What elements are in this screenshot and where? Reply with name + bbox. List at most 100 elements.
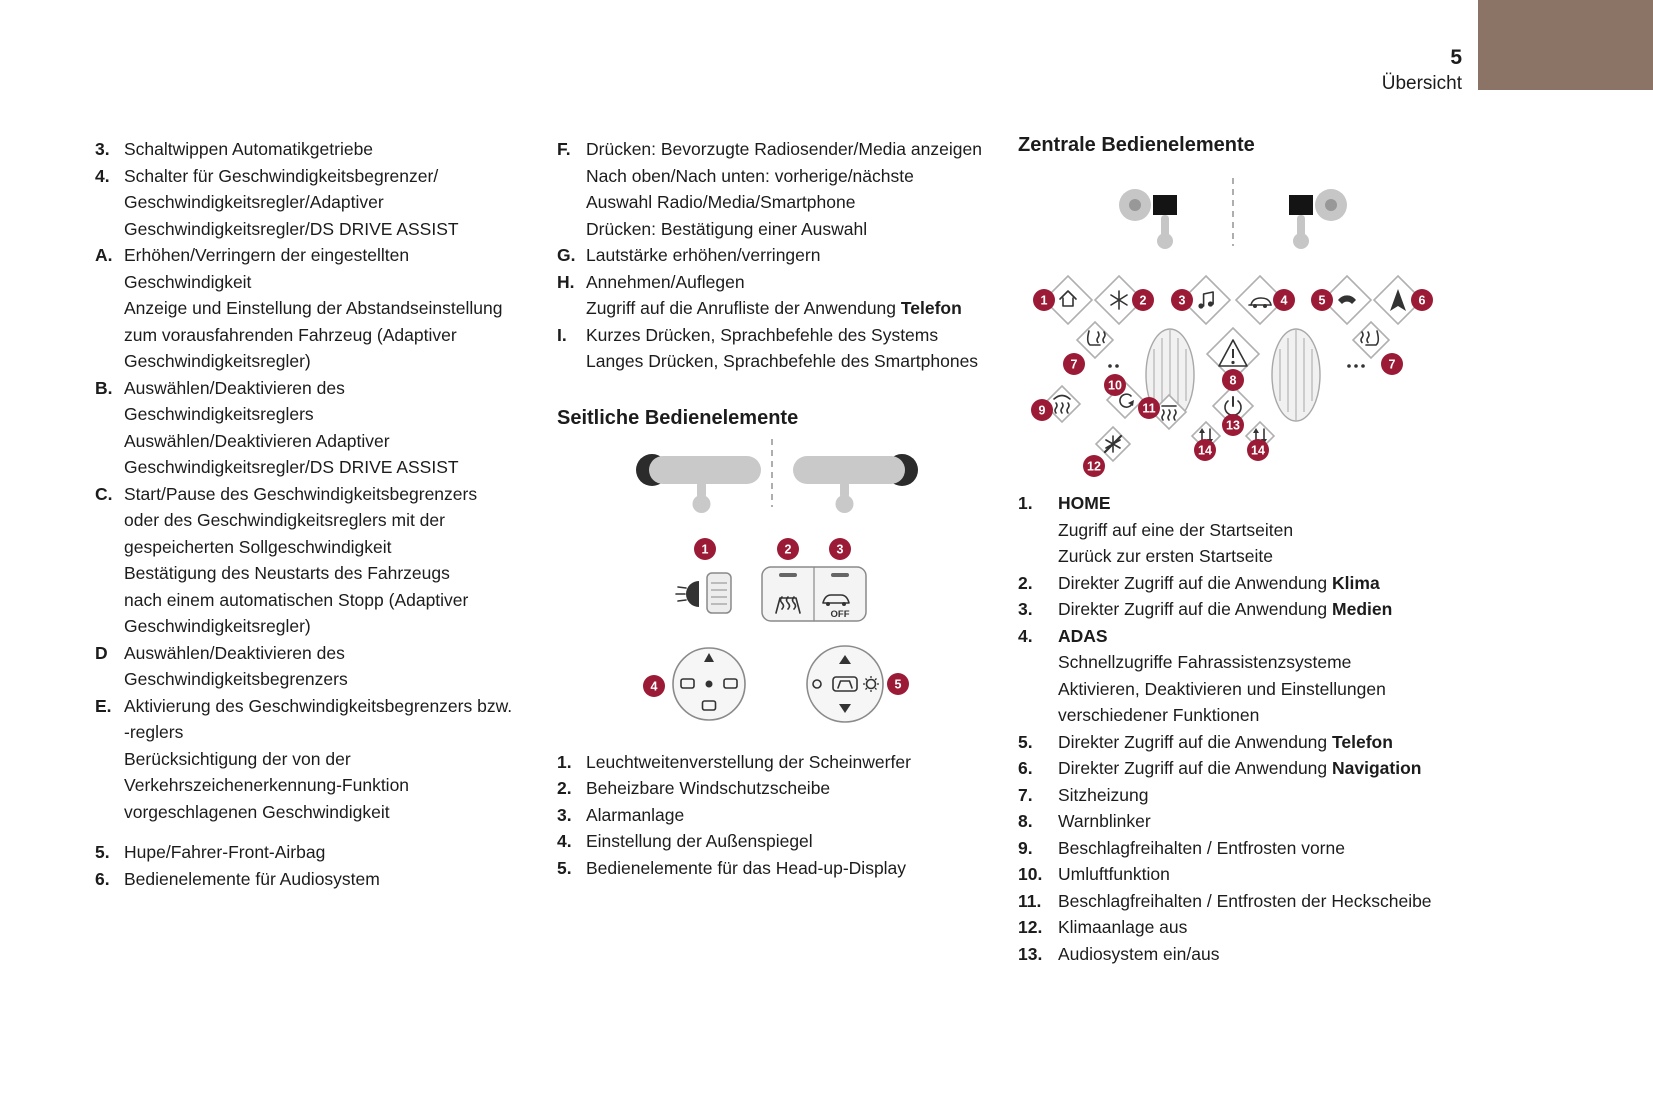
item-label: 6. bbox=[1018, 758, 1033, 778]
list-item: 5.Bedienelemente für das Head-up-Display bbox=[557, 855, 1009, 882]
item-label: A. bbox=[95, 245, 113, 265]
air-vent-right bbox=[1271, 328, 1321, 422]
steering-wheel-right-illustration bbox=[793, 453, 918, 513]
marker-3: 3 bbox=[829, 537, 851, 560]
list-item: C. Start/Pause des Geschwindigkeitsbegren… bbox=[95, 481, 557, 640]
item-text: Drücken: Bevorzugte Radiosender/Media an… bbox=[586, 139, 982, 239]
navigation-button bbox=[1372, 274, 1424, 326]
list-item: B.Auswählen/Deaktivieren des Geschwindig… bbox=[95, 375, 557, 481]
list-item: 6.Bedienelemente für Audiosystem bbox=[95, 866, 557, 893]
hazard-warning-button bbox=[1205, 326, 1261, 382]
list-item: 5.Hupe/Fahrer-Front-Airbag bbox=[95, 839, 557, 866]
item-text: Start/Pause des Geschwindigkeitsbegrenze… bbox=[124, 483, 478, 637]
item-label: 6. bbox=[95, 868, 110, 889]
item-label: 3. bbox=[557, 804, 572, 825]
list-item: E.Aktivierung des Geschwindigkeitsbegren… bbox=[95, 693, 557, 826]
item-text: Warnblinker bbox=[1058, 811, 1151, 831]
rear-defrost-icon bbox=[1161, 405, 1177, 421]
mirror-right-icon bbox=[723, 677, 738, 689]
item-text: Direkter Zugriff auf die Anwendung Klima bbox=[1058, 572, 1380, 593]
item-text: Umluftfunktion bbox=[1058, 864, 1170, 884]
svg-text:4: 4 bbox=[651, 679, 658, 693]
headlight-leveling-control bbox=[675, 571, 732, 614]
dot-decoration bbox=[1108, 364, 1112, 368]
steering-wheel-controls-list-continued: F.Drücken: Bevorzugte Radiosender/Media … bbox=[557, 136, 1009, 375]
svg-text:1: 1 bbox=[702, 542, 709, 556]
list-item: F.Drücken: Bevorzugte Radiosender/Media … bbox=[557, 136, 1009, 242]
item-text: Direkter Zugriff auf die Anwendung Medie… bbox=[1058, 599, 1393, 619]
svg-text:14: 14 bbox=[1198, 444, 1212, 458]
marker-8: 8 bbox=[1222, 369, 1244, 391]
item-text: Sitzheizung bbox=[1058, 784, 1149, 805]
list-item: 5.Direkter Zugriff auf die Anwendung Tel… bbox=[1018, 729, 1638, 756]
mirror-left-icon bbox=[680, 677, 695, 689]
list-item: 9.Beschlagfreihalten / Entfrosten vorne bbox=[1018, 835, 1638, 862]
dot-decoration bbox=[1354, 364, 1358, 368]
steering-column-right-illustration bbox=[1289, 189, 1347, 249]
item-label: 3. bbox=[1018, 599, 1033, 619]
right-column: Zentrale Bedienelemente bbox=[1018, 132, 1638, 967]
item-label: 4. bbox=[557, 831, 572, 851]
item-text: Aktivierung des Geschwindigkeitsbegrenze… bbox=[124, 695, 513, 822]
marker-7-right: 7 bbox=[1381, 353, 1403, 375]
item-label: 1. bbox=[1018, 493, 1033, 513]
item-text: Annehmen/Auflegen Zugriff auf die Anrufl… bbox=[586, 271, 962, 319]
section-title: Übersicht bbox=[1381, 73, 1462, 94]
ac-off-icon bbox=[1103, 434, 1123, 454]
list-item: 4.Einstellung der Außenspiegel bbox=[557, 828, 1009, 855]
corner-decoration bbox=[1478, 0, 1653, 90]
marker-3: 3 bbox=[1171, 289, 1193, 311]
item-label: 11. bbox=[1018, 890, 1042, 911]
item-label: C. bbox=[95, 483, 113, 504]
ac-off-button bbox=[1094, 425, 1132, 463]
media-button bbox=[1180, 274, 1232, 326]
list-item: 12.Klimaanlage aus bbox=[1018, 914, 1638, 941]
climate-button bbox=[1093, 274, 1145, 326]
hud-height-icon bbox=[812, 678, 822, 689]
item-text: Schaltwippen Automatikgetriebe bbox=[124, 139, 374, 159]
list-item: 10.Umluftfunktion bbox=[1018, 861, 1638, 888]
list-item: 3.Alarmanlage bbox=[557, 802, 1009, 829]
air-vent-left bbox=[1145, 328, 1195, 422]
item-text: Klimaanlage aus bbox=[1058, 917, 1188, 937]
marker-10: 10 bbox=[1104, 374, 1126, 396]
side-controls-heading: Seitliche Bedienelemente bbox=[557, 406, 799, 429]
item-text: Schalter für Geschwindigkeitsbegrenzer/ … bbox=[124, 165, 459, 239]
brightness-icon bbox=[863, 675, 879, 692]
marker-4: 4 bbox=[643, 674, 665, 697]
front-defrost-button bbox=[1042, 384, 1082, 424]
item-text: Direkter Zugriff auf die Anwendung Telef… bbox=[1058, 731, 1393, 752]
item-text: Audiosystem ein/aus bbox=[1058, 943, 1220, 964]
marker-14-right: 14 bbox=[1247, 439, 1269, 461]
svg-text:2: 2 bbox=[785, 542, 792, 556]
list-item: I.Kurzes Drücken, Sprachbefehle des Syst… bbox=[557, 322, 1009, 375]
list-item: 2. Direkter Zugriff auf die Anwendung Kli… bbox=[1018, 570, 1638, 597]
list-item: 4.ADAS Schnellzugriffe Fahrassistenzsyst… bbox=[1018, 623, 1638, 729]
marker-11: 11 bbox=[1138, 397, 1160, 419]
side-controls-diagram: OFF bbox=[636, 438, 918, 723]
alarm-off-icon: OFF bbox=[822, 593, 850, 620]
mirror-fold-icon bbox=[701, 699, 717, 711]
marker-5: 5 bbox=[1311, 289, 1333, 311]
head-up-display-controls bbox=[806, 644, 884, 723]
marker-4: 4 bbox=[1273, 289, 1295, 311]
list-item: 6.Direkter Zugriff auf die Anwendung Nav… bbox=[1018, 755, 1638, 782]
item-label: H. bbox=[557, 271, 575, 292]
item-text: Beheizbare Windschutzscheibe bbox=[586, 778, 831, 798]
seat-heating-icon bbox=[1360, 330, 1380, 346]
marker-2: 2 bbox=[777, 537, 799, 560]
item-text: Leuchtweitenverstellung der Scheinwerfer bbox=[586, 751, 911, 772]
item-text: Hupe/Fahrer-Front-Airbag bbox=[124, 842, 326, 862]
svg-text:7: 7 bbox=[1071, 358, 1078, 372]
item-label: 4. bbox=[95, 165, 110, 186]
thumbwheel bbox=[706, 571, 732, 614]
item-label: 2. bbox=[1018, 572, 1033, 593]
mirror-adjustment-knob bbox=[672, 646, 746, 721]
list-item: 7.Sitzheizung bbox=[1018, 782, 1638, 809]
middle-column: F.Drücken: Bevorzugte Radiosender/Media … bbox=[557, 136, 1009, 881]
svg-text:5: 5 bbox=[1319, 294, 1326, 308]
item-label: 9. bbox=[1018, 837, 1033, 858]
rear-defrost-button bbox=[1150, 393, 1188, 431]
